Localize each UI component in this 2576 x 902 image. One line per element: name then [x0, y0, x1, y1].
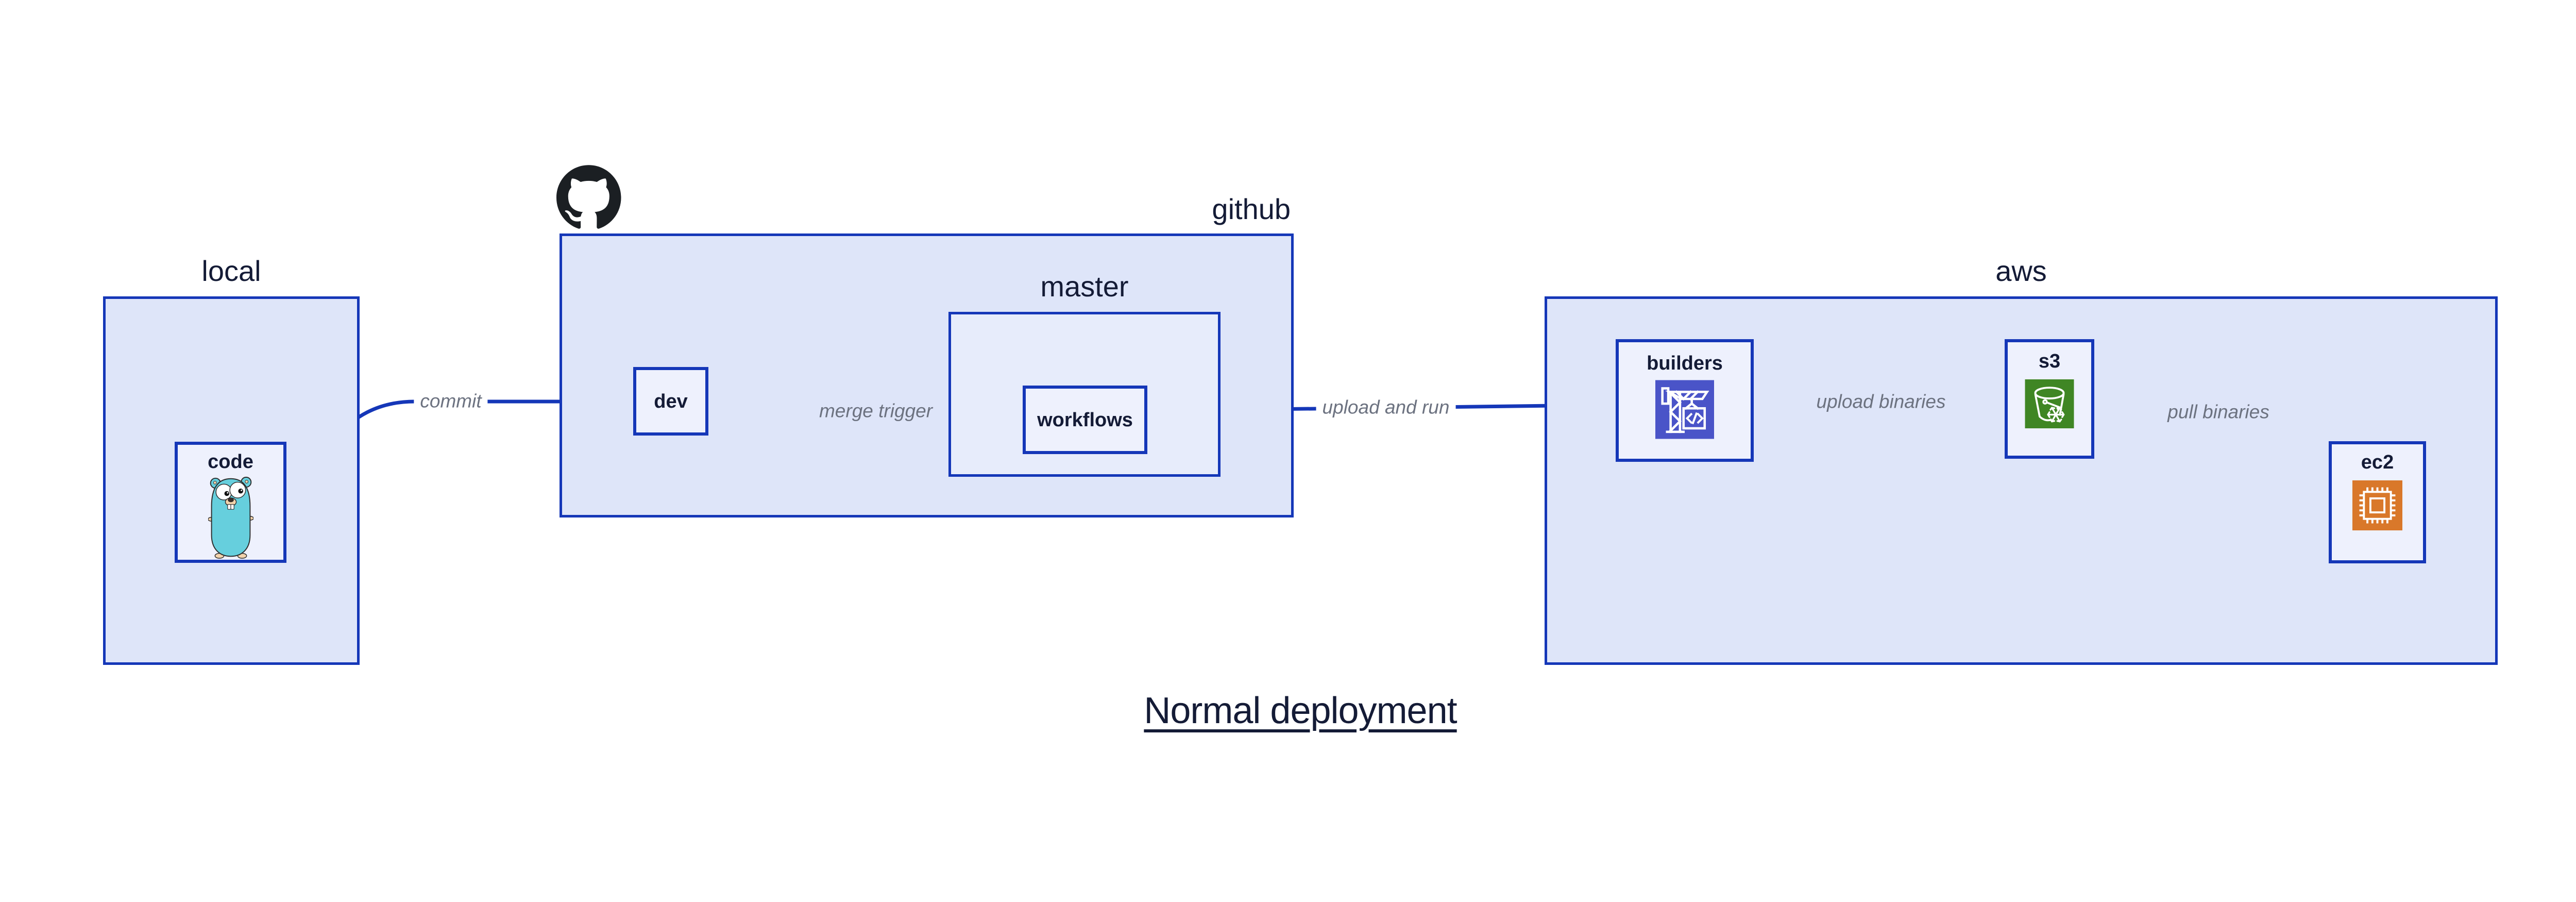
node-code: code: [175, 442, 286, 563]
diagram-title: Normal deployment: [1144, 690, 1457, 731]
edge-commit-label: commit: [414, 390, 488, 413]
s3-bucket-snowflake-icon: [2025, 379, 2074, 428]
node-dev: dev: [633, 367, 708, 436]
node-code-label: code: [208, 451, 253, 473]
node-workflows-label: workflows: [1037, 409, 1133, 431]
github-octocat-icon: [556, 165, 621, 229]
go-gopher-icon: [208, 476, 253, 559]
container-master-label: master: [1040, 270, 1129, 303]
node-s3-label: s3: [2038, 350, 2061, 372]
container-github-label: github: [1212, 193, 1291, 225]
node-dev-label: dev: [654, 390, 688, 412]
edge-upload-binaries-label: upload binaries: [1810, 391, 1952, 413]
edge-pull-binaries-label: pull binaries: [2161, 401, 2276, 424]
edge-upload-and-run-label: upload and run: [1316, 396, 1456, 419]
ec2-chip-icon: [2352, 480, 2402, 530]
node-workflows: workflows: [1023, 386, 1147, 454]
node-s3: s3: [2005, 339, 2094, 459]
node-ec2: ec2: [2329, 441, 2426, 563]
node-ec2-label: ec2: [2361, 452, 2394, 473]
node-builders-label: builders: [1647, 353, 1723, 374]
codebuild-crane-icon: [1655, 380, 1714, 439]
node-builders: builders: [1616, 339, 1754, 462]
container-aws-label: aws: [1995, 255, 2047, 287]
container-local-label: local: [201, 255, 261, 287]
edge-merge-trigger-label: merge trigger: [812, 400, 939, 423]
